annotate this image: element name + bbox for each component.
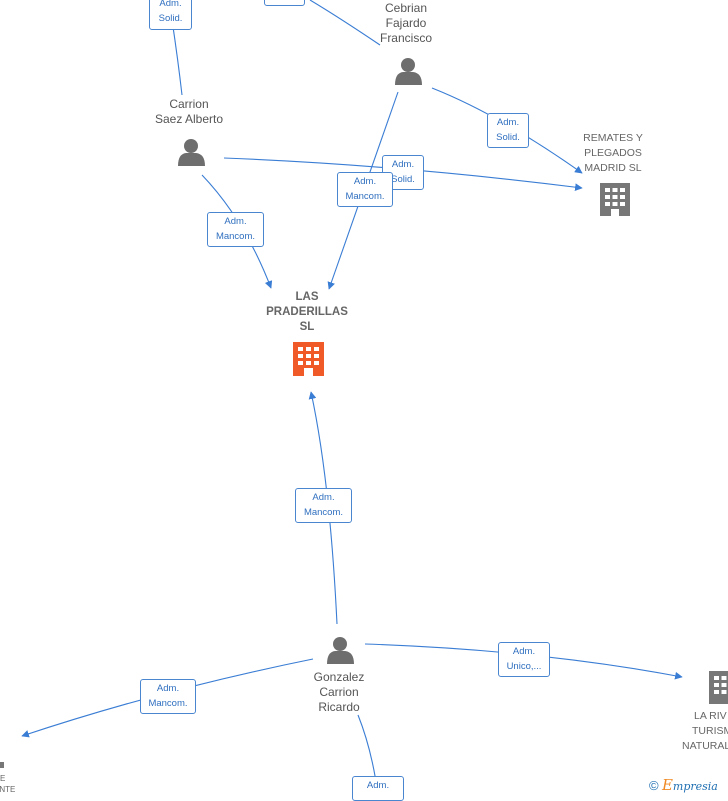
edge-label-carrion-praderillas[interactable]: Adm. Mancom. — [207, 212, 264, 247]
edge-label-bottom-partial[interactable]: Adm. — [352, 776, 404, 801]
edge-carrion-top — [171, 19, 183, 96]
building-icon-partial — [0, 762, 4, 768]
edge-label-gonzalez-left[interactable]: Adm. Mancom. — [140, 679, 196, 714]
empresia-watermark[interactable]: © Empresia — [649, 776, 718, 794]
copyright-icon: © — [649, 778, 659, 793]
building-icon — [709, 671, 728, 704]
edge-label-gonzalez-praderillas[interactable]: Adm. Mancom. — [295, 488, 352, 523]
building-icon-main — [293, 342, 324, 376]
building-icon — [600, 183, 630, 216]
person-icon — [178, 139, 205, 166]
person-carrion-saez-label[interactable]: Carrion Saez Alberto — [154, 97, 224, 126]
edge-cebrian-top — [309, 0, 381, 46]
brand-logo-text: mpresia — [672, 780, 718, 793]
person-icon — [395, 58, 422, 85]
company-praderillas-label[interactable]: LAS PRADERILLAS SL — [266, 291, 348, 333]
person-cebrian-label[interactable]: Cebrian Fajardo Francisco — [379, 1, 432, 45]
company-remates-label[interactable]: REMATES Y PLEGADOS MADRID SL — [583, 132, 643, 174]
company-la-riva-label[interactable]: LA RIV TURISM NATURAL — [682, 710, 728, 752]
edge-label-cebrian-praderillas[interactable]: Adm. Mancom. — [337, 172, 393, 207]
person-gonzalez-label[interactable]: Gonzalez Carrion Ricardo — [313, 670, 365, 714]
edge-label-top-partial-2[interactable] — [264, 0, 305, 6]
edge-label-top-partial[interactable]: Adm. Solid. — [149, 0, 192, 30]
edge-label-cebrian-remates[interactable]: Adm. Solid. — [487, 113, 529, 148]
edge-label-gonzalez-lariva[interactable]: Adm. Unico,... — [498, 642, 550, 677]
brand-logo-initial: E — [661, 776, 673, 794]
person-icon — [327, 637, 354, 664]
